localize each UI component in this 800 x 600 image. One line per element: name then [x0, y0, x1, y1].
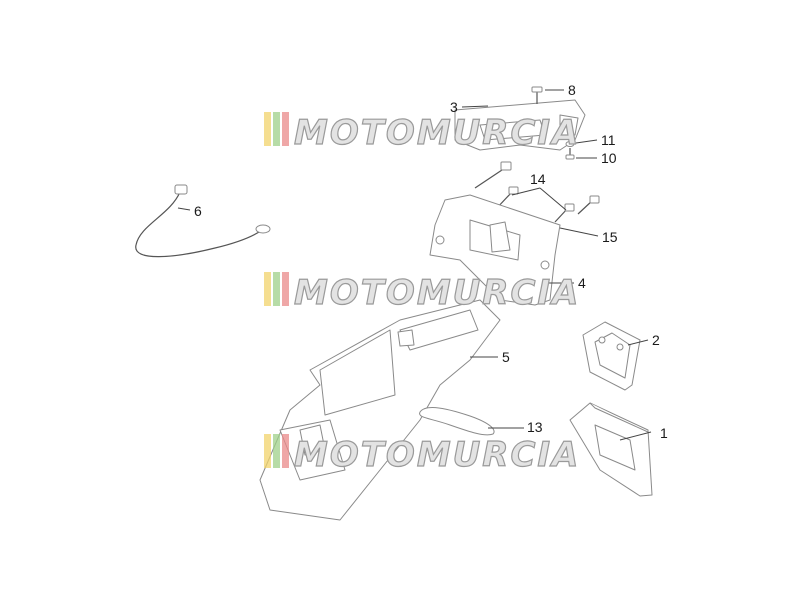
callout-15: 15: [602, 229, 618, 245]
watermark-bottom: MOTOMURCIA: [264, 434, 580, 476]
callout-6: 6: [194, 203, 202, 219]
part-4-frame-bracket: [429, 194, 561, 306]
part-6-cable: [135, 184, 271, 258]
watermark-stripe: [273, 272, 280, 306]
watermark-text: MOTOMURCIA: [294, 435, 580, 475]
callout-labels: 1 2 3 4 5 6 8 10 11 13 14 15: [194, 82, 668, 441]
watermark-text: MOTOMURCIA: [294, 273, 580, 313]
callout-11: 11: [601, 132, 616, 148]
part-14-screws: [474, 161, 600, 223]
watermark-stripe: [273, 112, 280, 146]
callout-3: 3: [450, 99, 458, 115]
watermark-stripe: [282, 434, 289, 468]
part-11-washer: [565, 141, 575, 147]
watermark-text: MOTOMURCIA: [294, 113, 580, 153]
part-1-plate-holder: [569, 402, 653, 497]
watermark-middle: MOTOMURCIA: [264, 272, 580, 314]
callout-1: 1: [660, 425, 668, 441]
callout-5: 5: [502, 349, 510, 365]
watermark-stripe: [282, 272, 289, 306]
part-2-gasket: [582, 321, 641, 391]
part-5-mudguard: [259, 299, 501, 521]
part-8-screw: [531, 86, 543, 104]
watermark-stripe: [273, 434, 280, 468]
watermark-stripe: [264, 112, 271, 146]
callout-4: 4: [578, 275, 586, 291]
callout-8: 8: [568, 82, 576, 98]
watermark-stripe: [264, 434, 271, 468]
watermark-stripe: [264, 272, 271, 306]
callout-14: 14: [530, 171, 546, 187]
watermark-top: MOTOMURCIA: [264, 112, 580, 154]
part-10-screw: [565, 148, 575, 160]
part-3-upper-bracket: [454, 99, 586, 151]
part-13-strip: [419, 407, 495, 436]
callout-2: 2: [652, 332, 660, 348]
leader-lines: [177, 89, 652, 441]
callout-10: 10: [601, 150, 617, 166]
watermark-stripe: [282, 112, 289, 146]
callout-13: 13: [527, 419, 543, 435]
